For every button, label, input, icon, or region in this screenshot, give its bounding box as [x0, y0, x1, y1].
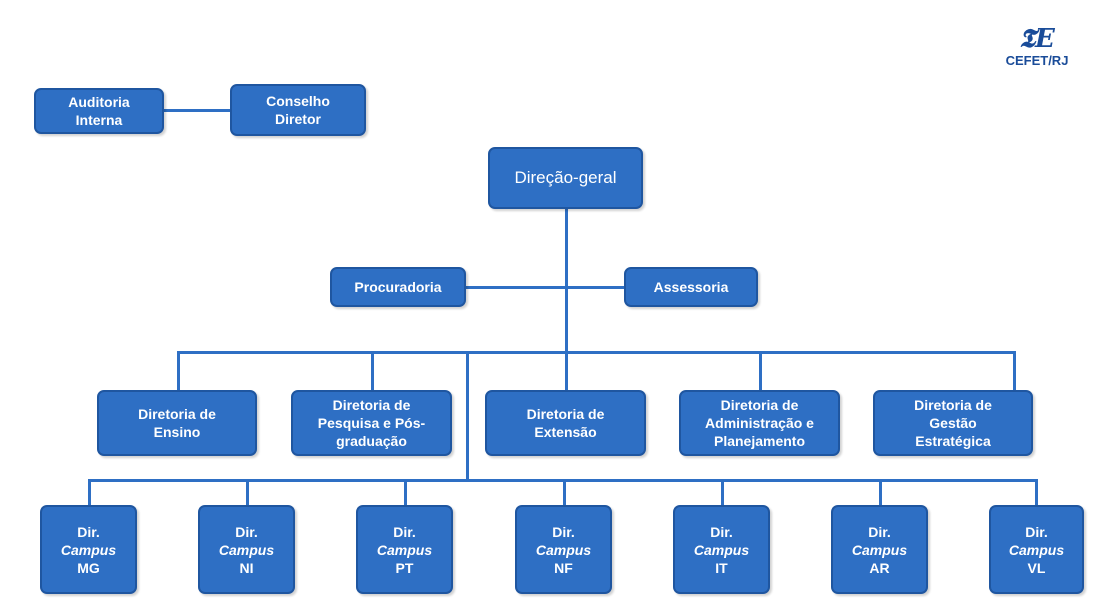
connector-drop-vl	[1035, 479, 1038, 507]
node-conselho-diretor: Conselho Diretor	[230, 84, 366, 136]
connector-drop-administracao	[759, 351, 762, 391]
connector-drop-pesquisa	[371, 351, 374, 391]
connector-diretorias-bus	[177, 351, 1016, 354]
node-assessoria: Assessoria	[624, 267, 758, 307]
connector-drop-it	[721, 479, 724, 507]
connector-auditoria-conselho	[164, 109, 230, 112]
connector-campi-trunk	[466, 351, 469, 482]
node-direcao-geral: Direção-geral	[488, 147, 643, 209]
node-campus-ni: Dir. Campus NI	[198, 505, 295, 594]
connector-drop-ensino	[177, 351, 180, 391]
node-diretoria-pesquisa: Diretoria de Pesquisa e Pós- graduação	[291, 390, 452, 456]
connector-drop-ni	[246, 479, 249, 507]
connector-drop-mg	[88, 479, 91, 507]
cefet-logo: 𝕿E CEFET/RJ	[992, 24, 1082, 68]
node-auditoria-interna: Auditoria Interna	[34, 88, 164, 134]
node-diretoria-extensao: Diretoria de Extensão	[485, 390, 646, 456]
node-campus-pt: Dir. Campus PT	[356, 505, 453, 594]
connector-drop-gestao	[1013, 351, 1016, 391]
connector-drop-ar	[879, 479, 882, 507]
node-campus-mg: Dir. Campus MG	[40, 505, 137, 594]
node-campus-it: Dir. Campus IT	[673, 505, 770, 594]
node-diretoria-administracao: Diretoria de Administração e Planejament…	[679, 390, 840, 456]
cefet-logo-text: CEFET/RJ	[1005, 53, 1069, 68]
node-procuradoria: Procuradoria	[330, 267, 466, 307]
cefet-logo-mark: 𝕿E	[1019, 24, 1055, 54]
node-diretoria-ensino: Diretoria de Ensino	[97, 390, 257, 456]
node-diretoria-gestao: Diretoria de Gestão Estratégica	[873, 390, 1033, 456]
connector-drop-pt	[404, 479, 407, 507]
connector-campi-bus	[88, 479, 1037, 482]
node-campus-nf: Dir. Campus NF	[515, 505, 612, 594]
connector-drop-nf	[563, 479, 566, 507]
connector-drop-extensao	[565, 351, 568, 391]
node-campus-vl: Dir. Campus VL	[989, 505, 1084, 594]
connector-procuradoria-assessoria	[464, 286, 626, 289]
connector-direcao-trunk	[565, 207, 568, 354]
node-campus-ar: Dir. Campus AR	[831, 505, 928, 594]
